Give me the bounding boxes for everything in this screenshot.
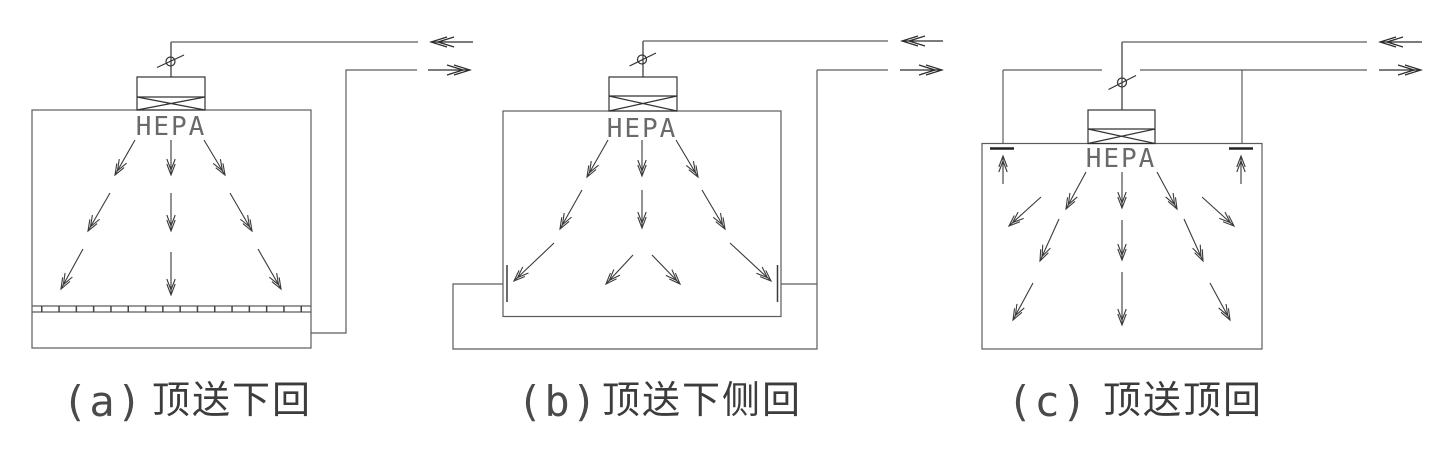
airflow-arrow xyxy=(604,254,634,286)
caption-title-c: 顶送顶回 xyxy=(1103,380,1263,422)
caption-title-b: 顶送下侧回 xyxy=(602,380,802,422)
airflow-arrow xyxy=(559,189,583,231)
damper-circle xyxy=(1116,77,1128,88)
hepa-box xyxy=(1087,109,1156,145)
damper-blade xyxy=(629,52,657,67)
airflow-arrow xyxy=(1007,196,1042,228)
return-duct xyxy=(1002,69,1367,144)
damper-valve-icon xyxy=(1108,42,1137,110)
return-plenum xyxy=(452,70,818,350)
caption-label-b: (b) xyxy=(517,377,599,426)
damper-blade xyxy=(1108,74,1137,91)
airflow-arrow xyxy=(675,139,699,179)
airflow-arrow xyxy=(512,242,555,283)
airflow-arrow xyxy=(1039,218,1060,263)
hepa-label: HEPA xyxy=(607,114,678,144)
airflow-arrows xyxy=(1007,171,1236,327)
hepa-cross-2 xyxy=(1087,128,1156,145)
airflow-arrow xyxy=(114,139,136,177)
ceiling-return-grilles xyxy=(990,147,1253,184)
airflow-arrow xyxy=(586,139,609,179)
diagram-c: HEPA (c) 顶送顶回 xyxy=(981,42,1422,426)
damper-blade xyxy=(156,54,185,69)
airflow-arrow xyxy=(1012,282,1034,322)
airflow-arrow xyxy=(60,248,84,291)
damper-valve-icon xyxy=(629,41,657,77)
airflow-arrow xyxy=(203,139,226,177)
caption-label-a: (a) xyxy=(62,377,144,426)
hepa-filter-unit xyxy=(608,76,678,112)
caption-label-c: (c) xyxy=(1007,377,1089,426)
hepa-box xyxy=(608,76,678,112)
airflow-arrow xyxy=(1209,282,1231,322)
airflow-arrow xyxy=(1183,218,1204,263)
diagram-a: HEPA (a) 顶送下回 xyxy=(31,42,473,426)
damper-circle xyxy=(636,54,648,65)
airflow-arrow xyxy=(1065,171,1087,211)
airflow-arrow xyxy=(651,254,682,286)
hepa-filter-unit xyxy=(1087,109,1156,145)
airflow-arrows xyxy=(60,139,282,297)
plenum-outline xyxy=(452,70,818,350)
perforated-floor-grille xyxy=(32,305,311,313)
hepa-label: HEPA xyxy=(136,112,207,142)
hepa-label: HEPA xyxy=(1086,144,1157,174)
airflow-arrow xyxy=(729,242,773,283)
damper-valve-icon xyxy=(156,42,185,77)
airflow-arrow xyxy=(87,192,111,233)
diagram-b: HEPA (b) 顶送下侧回 xyxy=(452,41,943,426)
airflow-arrow xyxy=(229,192,253,233)
caption-title-a: 顶送下回 xyxy=(152,380,312,422)
airflow-arrows xyxy=(512,139,773,286)
airflow-arrow xyxy=(257,248,282,291)
hepa-box xyxy=(136,76,206,111)
damper-circle xyxy=(165,56,176,67)
airflow-arrow xyxy=(701,189,726,231)
airflow-arrow xyxy=(1156,171,1178,211)
return-duct xyxy=(311,69,417,334)
airflow-arrow xyxy=(1201,196,1236,228)
hepa-filter-unit xyxy=(136,76,206,111)
hepa-cross-2 xyxy=(136,96,206,111)
hepa-cross-2 xyxy=(608,95,678,112)
